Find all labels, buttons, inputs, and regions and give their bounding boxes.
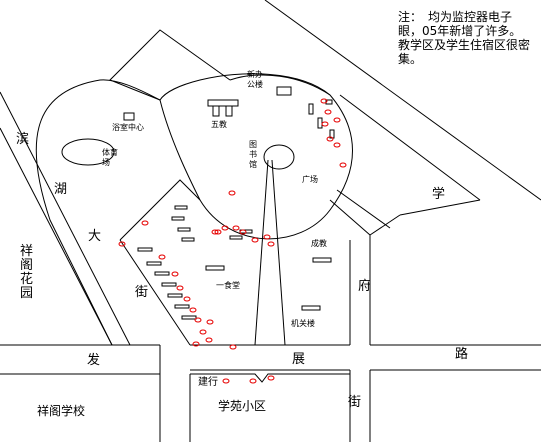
xiangge-school-label: 祥阁学校 [37, 404, 86, 418]
wujiao-label: 五教 [211, 120, 227, 129]
camera-marker [263, 234, 271, 240]
camera-marker [199, 329, 207, 335]
camera-marker [267, 241, 275, 247]
yishitang-label: 一食堂 [216, 281, 240, 290]
camera-marker [320, 98, 328, 104]
camera-marker [239, 229, 247, 235]
camera-marker [228, 190, 236, 196]
camera-marker [189, 307, 197, 313]
street-jie-2: 街 [348, 395, 362, 410]
xiangge-huayuan-label: 祥阁花园 [20, 244, 34, 301]
camera-marker [251, 237, 259, 243]
camera-marker [183, 296, 191, 302]
camera-marker [324, 109, 332, 115]
camera-marker [221, 225, 229, 231]
camera-marker [222, 378, 230, 384]
street-da: 大 [88, 229, 102, 244]
camera-marker [205, 337, 213, 343]
street-xue: 学 [432, 187, 446, 202]
jianxing-label: 建行 [198, 377, 218, 388]
tiyuchang-label: 体育场 [102, 148, 118, 167]
road-lu: 路 [455, 347, 469, 362]
camera-marker [249, 378, 257, 384]
street-bin: 滨 [16, 132, 30, 147]
camera-marker [194, 317, 202, 323]
camera-marker [141, 220, 149, 226]
camera-marker [192, 341, 200, 347]
tushuguan-label: 图书馆 [249, 140, 257, 169]
legend-note: 注： 均为监控器电子眼，05年新增了许多。教学区及学生住宿区很密集。 [398, 10, 531, 66]
camera-marker [333, 142, 341, 148]
street-jie-1: 街 [135, 285, 149, 300]
road-fa: 发 [87, 353, 101, 368]
camera-marker [211, 229, 219, 235]
camera-marker [232, 225, 240, 231]
camera-marker [267, 375, 275, 381]
street-hu: 湖 [54, 182, 68, 197]
camera-marker [229, 344, 237, 350]
jiguan-label: 机关楼 [291, 319, 315, 328]
xinban-label: 新办公楼 [247, 70, 263, 89]
chengjiao-label: 成教 [311, 239, 327, 248]
street-fu: 府 [358, 279, 372, 294]
camera-marker [176, 285, 184, 291]
camera-marker [158, 254, 166, 260]
camera-marker [206, 319, 214, 325]
camera-marker [171, 271, 179, 277]
camera-marker [326, 136, 334, 142]
guangchang-label: 广场 [302, 175, 318, 184]
camera-marker [333, 117, 341, 123]
camera-marker [118, 241, 126, 247]
camera-marker [214, 229, 222, 235]
yushi-label: 浴室中心 [112, 123, 144, 132]
road-zhan: 展 [292, 352, 306, 367]
camera-marker [339, 162, 347, 168]
xueyuan-label: 学苑小区 [218, 399, 267, 413]
camera-marker [321, 121, 329, 127]
